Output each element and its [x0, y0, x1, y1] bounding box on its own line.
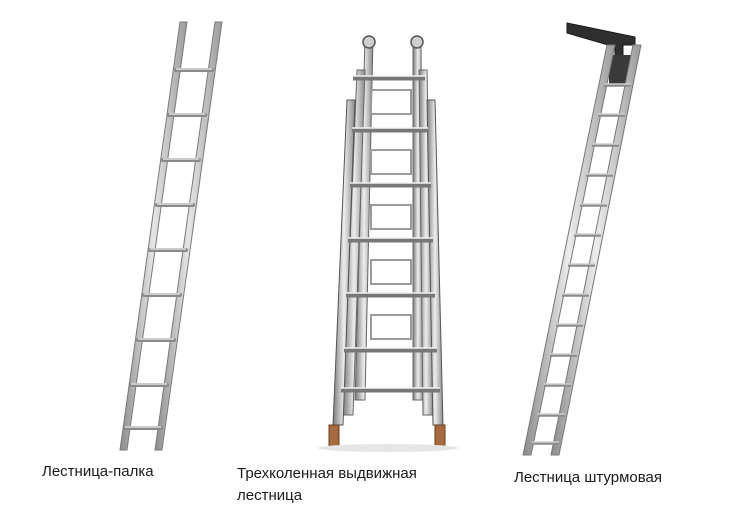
caption-pole-ladder: Лестница-палка: [42, 463, 154, 480]
extension-ladder-rung-highlights: [341, 75, 440, 389]
three-section-extension-ladder-icon: [318, 35, 458, 452]
caption-extension-ladder: Трехколенная выдвижная лестница: [237, 463, 417, 507]
caption-extension-ladder-line-1: Трехколенная выдвижная: [237, 465, 417, 482]
assault-rail-right: [550, 44, 642, 456]
extension-ladder-rungs: [341, 75, 440, 393]
caption-extension-ladder-line-2: лестница: [237, 487, 303, 504]
assault-ladder-figure: [505, 15, 685, 465]
assault-ladder-rungs: [532, 83, 631, 445]
ladder-rail-right: [154, 21, 223, 451]
assault-rail-left: [522, 44, 616, 456]
front-rail-left: [332, 99, 356, 426]
ladder-rungs: [123, 68, 214, 430]
pole-ladder-figure: [60, 10, 260, 460]
caption-assault-ladder: Лестница штурмовая: [514, 469, 662, 486]
extension-ladder-braces: [370, 89, 412, 340]
extension-ladder-figure: [285, 30, 465, 460]
ladder-rung-highlights: [125, 68, 212, 428]
ladder-shadow: [318, 444, 458, 452]
ladder-rail-left: [119, 21, 188, 451]
assault-ladder-rung-highlights: [532, 83, 631, 443]
ladder-foot-right: [434, 424, 446, 448]
ladder-foot-left: [328, 424, 340, 448]
assault-ladder-icon: [522, 22, 642, 456]
hook-mount: [609, 55, 631, 85]
pulley-left-icon: [362, 35, 376, 49]
pulley-right-icon: [410, 35, 424, 49]
pole-ladder-icon: [119, 21, 223, 451]
